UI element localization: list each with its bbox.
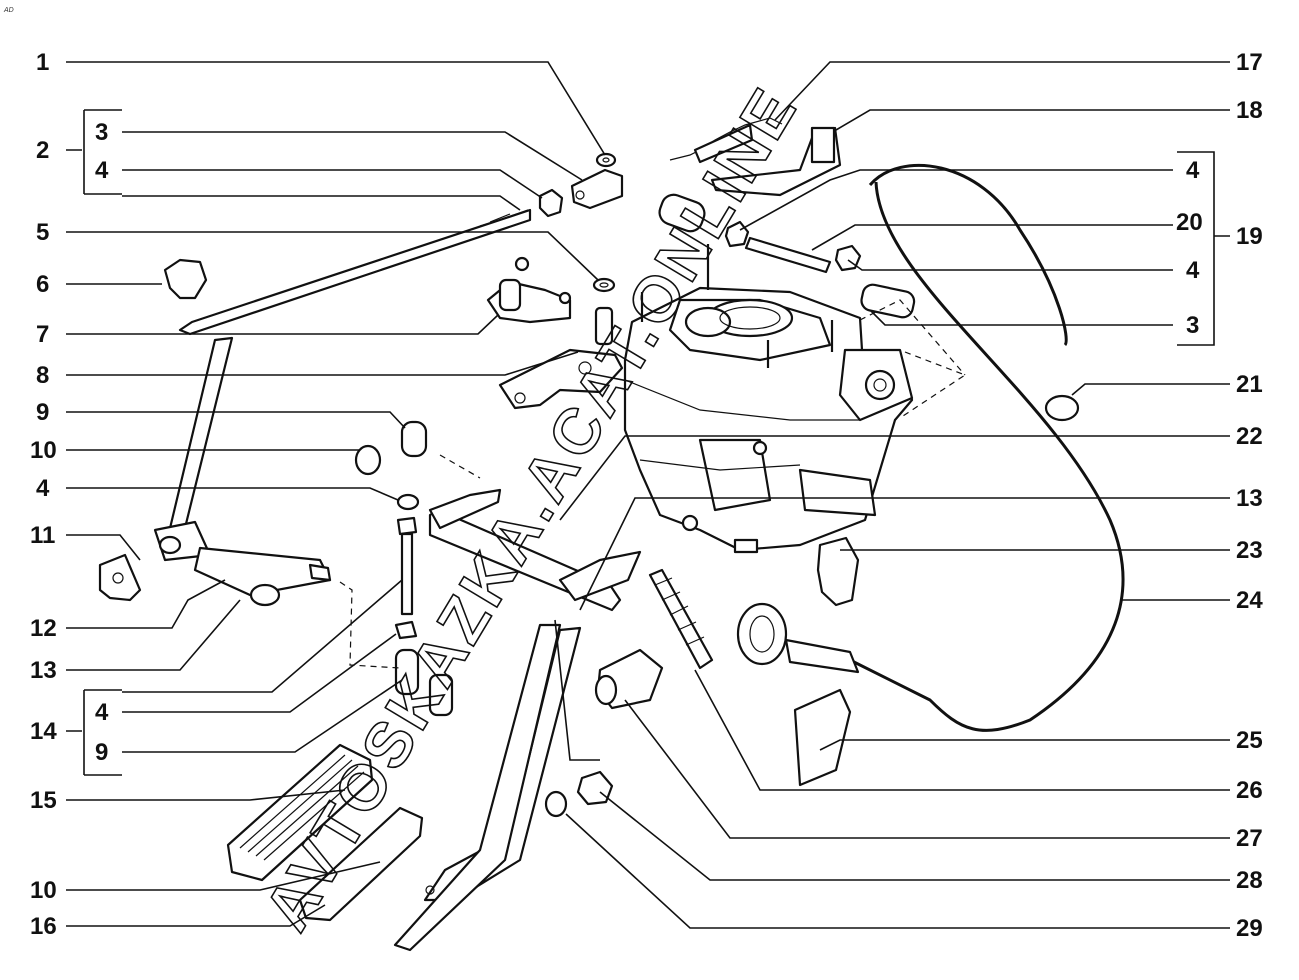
callout-15: 15	[30, 787, 57, 814]
callout-2: 2	[36, 137, 49, 164]
choke-knob-25	[736, 602, 860, 674]
callout-8: 8	[36, 362, 49, 389]
bracket-18	[710, 126, 842, 197]
spring-26	[648, 568, 714, 670]
callout-4-group-19-a: 4	[1186, 157, 1200, 184]
carburettor	[623, 244, 914, 554]
bracket-part-8	[498, 306, 624, 410]
callouts-right: 17 18 4 20 19 4 3 21 22 13 23 24 25 26 2…	[1176, 49, 1263, 942]
callout-13-right: 13	[1236, 485, 1263, 512]
callout-4-group-2: 4	[95, 157, 109, 184]
throttle-rod	[178, 208, 532, 336]
boot-27	[594, 648, 664, 710]
callout-9: 9	[36, 399, 49, 426]
throttle-cable-24	[849, 164, 1125, 732]
clamp-part-11	[98, 553, 142, 602]
nut-28	[576, 770, 614, 806]
callout-11: 11	[30, 522, 55, 549]
callout-29: 29	[1236, 915, 1263, 942]
callout-21: 21	[1236, 371, 1263, 398]
callout-27: 27	[1236, 825, 1263, 852]
washer-29	[544, 790, 568, 818]
callout-26: 26	[1236, 777, 1263, 804]
callout-17: 17	[1236, 49, 1263, 76]
callout-5: 5	[36, 219, 49, 246]
callout-4-group-19-b: 4	[1186, 257, 1200, 284]
callout-20: 20	[1176, 209, 1203, 236]
callout-12: 12	[30, 615, 57, 642]
callout-9-group-14: 9	[95, 739, 108, 766]
grommet-21	[1044, 394, 1080, 422]
callout-10: 10	[30, 437, 57, 464]
pedal-shaft	[393, 488, 642, 952]
callout-3-group-19: 3	[1186, 312, 1199, 339]
return-spring-17	[669, 117, 783, 164]
pedal-pad-16	[298, 806, 424, 922]
callout-4-group-14: 4	[95, 699, 109, 726]
callout-18: 18	[1236, 97, 1263, 124]
callout-16: 16	[30, 913, 57, 940]
callout-19: 19	[1236, 223, 1263, 250]
bracket-25	[793, 688, 852, 787]
callout-10-lower: 10	[30, 877, 57, 904]
leader-lines	[66, 61, 1230, 929]
lever-arm	[153, 336, 332, 607]
callout-13-left: 13	[30, 657, 57, 684]
accelerator-pedal-15	[226, 743, 374, 882]
callout-25: 25	[1236, 727, 1263, 754]
callout-28: 28	[1236, 867, 1263, 894]
clamp-part-6	[163, 258, 208, 300]
callout-7: 7	[36, 321, 49, 348]
small-fasteners	[354, 152, 624, 717]
callout-1: 1	[36, 49, 49, 76]
clip-23	[816, 536, 860, 607]
callout-22: 22	[1236, 423, 1263, 450]
callout-23: 23	[1236, 537, 1263, 564]
corner-mark: AD	[3, 7, 14, 14]
callout-4-upper: 4	[36, 475, 50, 502]
callout-24: 24	[1236, 587, 1263, 614]
callouts-left: 1 2 3 4 5 6 7 8 9 10 4 11 12 13 14 4 9 1…	[30, 49, 109, 940]
callout-3-group-2: 3	[95, 119, 108, 146]
bracket-part-7	[486, 256, 572, 324]
callout-14: 14	[30, 718, 57, 745]
callout-6: 6	[36, 271, 49, 298]
